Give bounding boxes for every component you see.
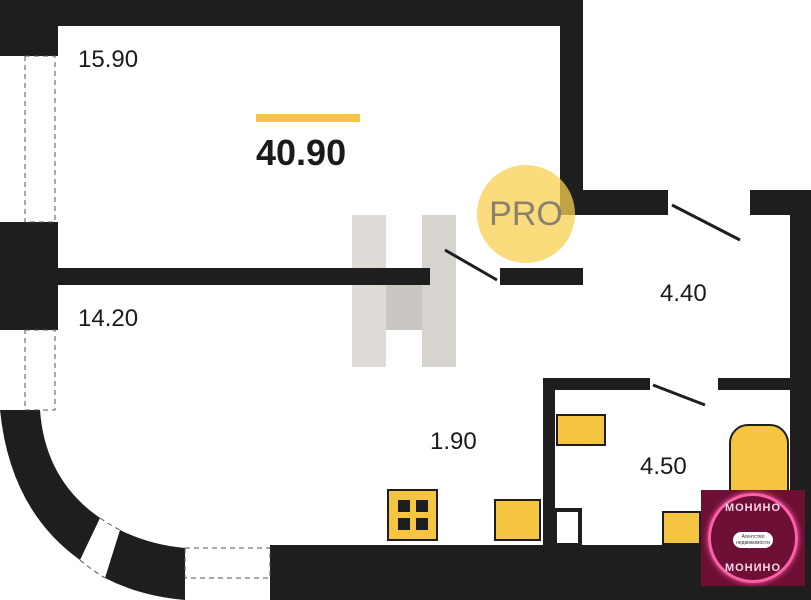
kitchen-sink-icon <box>494 499 541 541</box>
doors <box>444 203 741 407</box>
pro-badge: PRO <box>477 165 575 263</box>
room-area-top: 15.90 <box>78 46 139 73</box>
total-area: 40.90 <box>256 132 347 173</box>
toilet-icon <box>556 414 606 446</box>
logo-bottom-text: МОНИНО <box>724 562 782 574</box>
room-area-main: 14.20 <box>78 305 139 332</box>
watermark-h-logo <box>352 215 456 367</box>
room-area-bathroom: 4.50 <box>640 453 687 480</box>
room-area-kitchen: 1.90 <box>430 428 477 455</box>
logo-tagline: Агентство недвижимости <box>733 532 773 548</box>
logo-top-text: МОНИНО <box>724 502 782 514</box>
stove-icon <box>387 489 438 541</box>
total-area-accent-bar <box>256 114 360 122</box>
room-area-hall: 4.40 <box>660 280 707 307</box>
agency-logo: МОНИНО Агентство недвижимости МОНИНО <box>701 490 805 586</box>
bathroom-sink-icon <box>662 511 701 545</box>
windows <box>24 55 271 579</box>
